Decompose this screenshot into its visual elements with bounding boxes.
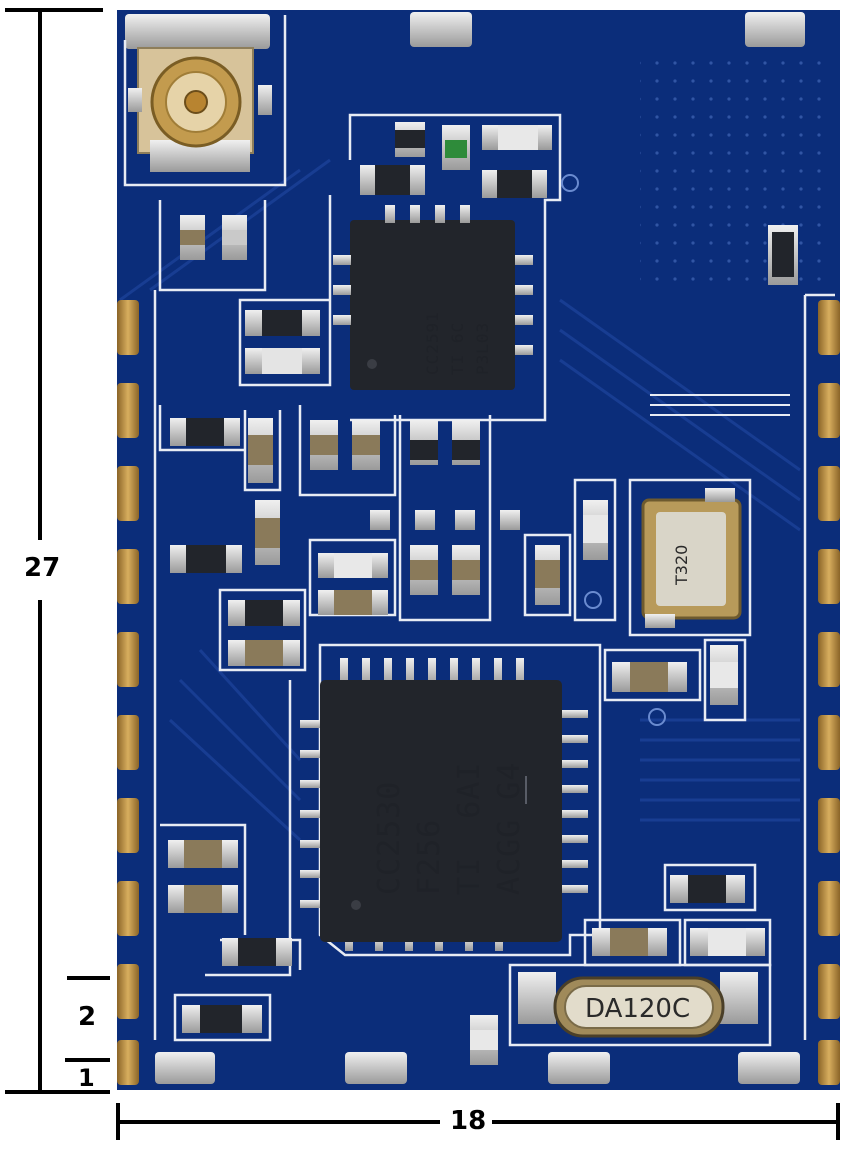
main-mcu-chip [300,658,588,951]
castellated-pads-left [117,300,139,1085]
edge-pads [125,12,805,1084]
dimension-lines [5,8,840,1140]
rf-chip-line-1: CC2591 [423,311,442,375]
pad-edge-label: 1 [78,1064,95,1092]
main-crystal-label: DA120C [585,994,691,1024]
pad-pitch-label: 2 [78,1002,97,1032]
passive-components [168,122,798,1065]
small-crystal [641,488,742,628]
height-dimension-label: 27 [24,553,61,583]
mcu-chip-marking: CC2530 F256 TI 6AI ACGG G4 [360,700,550,930]
castellated-pads-right [818,300,840,1085]
mcu-chip-line-3: TI 6AI [452,761,487,895]
mcu-chip-line-1: CC2530 [372,780,407,895]
silkscreen-outlines [123,15,835,1047]
mcu-chip-line-2: F256 [412,818,447,895]
small-crystal-label: T320 [672,544,691,585]
ufl-connector-icon [128,47,272,172]
rf-chip-marking: CC2591 TI 6C P3L03 [368,250,508,380]
rf-chip-line-3: P3L03 [473,321,492,375]
width-dimension-label: 18 [450,1106,487,1136]
main-crystal [518,972,758,1038]
mcu-chip-line-4: ACGG G4 [492,761,527,895]
rf-chip-line-2: TI 6C [448,321,467,375]
rf-frontend-chip [333,205,533,390]
